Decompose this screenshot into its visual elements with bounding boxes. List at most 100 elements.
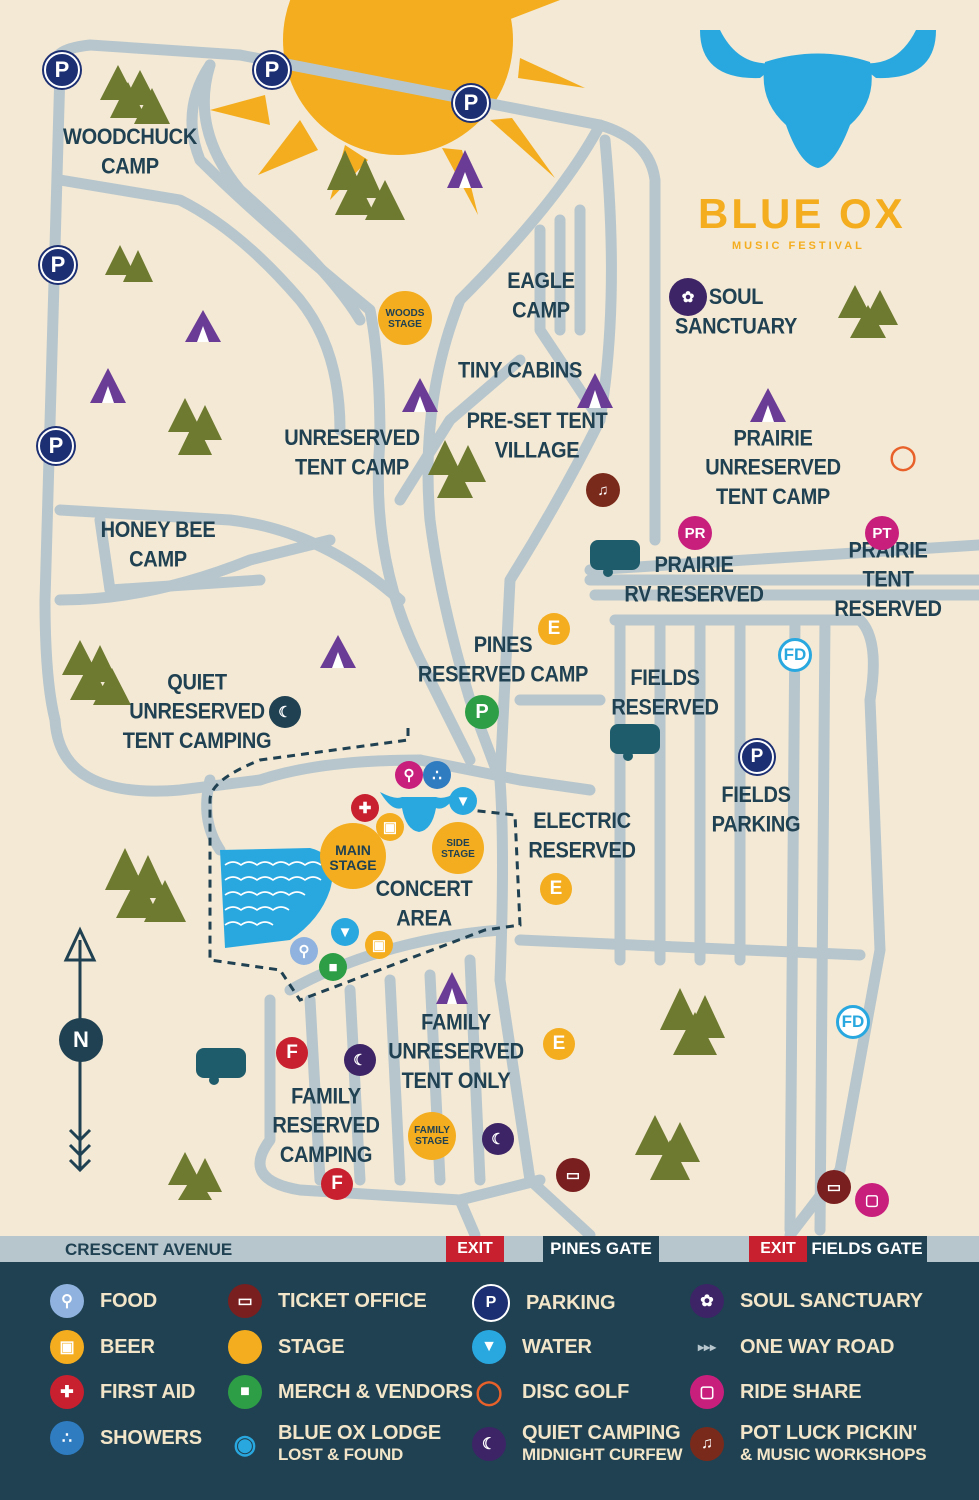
legend-merch: ■ MERCH & VENDORS <box>228 1375 473 1409</box>
woods-stage-label[interactable]: WOODS STAGE <box>385 308 425 330</box>
area-prairie-rv[interactable]: PRAIRIE RV RESERVED <box>624 553 764 607</box>
electric-pin[interactable]: E <box>540 873 572 905</box>
fd-pin[interactable]: FD <box>836 1005 870 1039</box>
electric-pin[interactable]: E <box>538 613 570 645</box>
legend-label: ONE WAY ROAD <box>740 1336 895 1358</box>
exit-sign[interactable]: EXIT <box>749 1236 807 1262</box>
area-quiet-camping[interactable]: QUIET UNRESERVED TENT CAMPING <box>122 670 272 754</box>
water-icon[interactable]: ▼ <box>449 787 477 815</box>
guitar-icon: ♫ <box>690 1427 724 1461</box>
ride-share-icon: ▢ <box>690 1375 724 1409</box>
legend-label: SHOWERS <box>100 1427 202 1449</box>
beer-icon[interactable]: ▣ <box>376 813 404 841</box>
showers-icon[interactable]: ∴ <box>423 761 451 789</box>
legend-label: STAGE <box>278 1336 345 1358</box>
legend-label-main: QUIET CAMPING <box>522 1422 681 1444</box>
legend-label-main: POT LUCK PICKIN' <box>740 1422 918 1444</box>
crescent-avenue-label: CRESCENT AVENUE <box>65 1240 233 1259</box>
water-icon: ▼ <box>472 1330 506 1364</box>
legend-label: MERCH & VENDORS <box>278 1381 473 1403</box>
legend-parking: P PARKING <box>472 1284 616 1322</box>
merch-icon: ■ <box>228 1375 262 1409</box>
tree-clusters <box>62 65 898 1200</box>
fields-gate[interactable]: FIELDS GATE <box>807 1236 927 1262</box>
lotus-icon[interactable]: ✿ <box>669 278 707 316</box>
parking-pin[interactable]: P <box>44 52 80 88</box>
quiet-camping-icon[interactable]: ☾ <box>269 696 301 728</box>
family-pin[interactable]: F <box>321 1168 353 1200</box>
disc-golf-icon[interactable]: ◯ <box>889 443 917 471</box>
legend-label: DISC GOLF <box>522 1381 630 1403</box>
legend-ticket-office: ▭ TICKET OFFICE <box>228 1284 427 1318</box>
ticket-icon: ▭ <box>228 1284 262 1318</box>
area-honey-bee-camp[interactable]: HONEY BEE CAMP <box>100 518 216 572</box>
ride-share-icon[interactable]: ▢ <box>855 1183 889 1217</box>
area-concert[interactable]: CONCERT AREA <box>375 877 473 931</box>
main-stage-label[interactable]: MAIN STAGE <box>329 842 377 873</box>
pt-pin[interactable]: PT <box>865 516 899 550</box>
area-prairie-tent[interactable]: PRAIRIE TENT RESERVED <box>834 538 942 622</box>
first-aid-icon: ✚ <box>50 1375 84 1409</box>
legend-label-sub: & MUSIC WORKSHOPS <box>740 1445 927 1464</box>
parking-pin[interactable]: P <box>40 247 76 283</box>
exit-sign[interactable]: EXIT <box>446 1236 504 1262</box>
family-pin[interactable]: F <box>276 1037 308 1069</box>
parking-pin[interactable]: P <box>740 740 774 774</box>
legend-label-sub: MIDNIGHT CURFEW <box>522 1445 683 1464</box>
pines-gate[interactable]: PINES GATE <box>543 1236 659 1262</box>
parking-pin[interactable]: P <box>254 52 290 88</box>
area-prairie-unreserved[interactable]: PRAIRIE UNRESERVED TENT CAMP <box>705 426 841 510</box>
area-woodchuck-camp[interactable]: WOODCHUCK CAMP <box>63 125 197 179</box>
parking-pin[interactable]: P <box>38 428 74 464</box>
beer-icon: ▣ <box>50 1330 84 1364</box>
parking-pin-green[interactable]: P <box>465 695 499 729</box>
fd-pin[interactable]: FD <box>778 638 812 672</box>
area-fields-parking[interactable]: FIELDS PARKING <box>711 783 801 837</box>
legend-food: ⚲ FOOD <box>50 1284 157 1318</box>
merch-icon[interactable]: ■ <box>319 953 347 981</box>
showers-icon: ∴ <box>50 1421 84 1455</box>
lake <box>220 848 333 948</box>
search-icon[interactable]: ⚲ <box>395 761 423 789</box>
area-eagle-camp[interactable]: EAGLE CAMP <box>507 269 575 323</box>
area-soul-sanctuary[interactable]: SOUL SANCTUARY <box>674 285 798 339</box>
quiet-camping-icon[interactable]: ☾ <box>482 1123 514 1155</box>
area-family-reserved[interactable]: FAMILY RESERVED CAMPING <box>272 1084 380 1168</box>
legend-label: RIDE SHARE <box>740 1381 862 1403</box>
legend-label: POT LUCK PICKIN'& MUSIC WORKSHOPS <box>740 1422 927 1466</box>
logo-subtitle: MUSIC FESTIVAL <box>732 240 865 252</box>
area-fields-reserved[interactable]: FIELDS RESERVED <box>611 666 719 720</box>
legend-water: ▼ WATER <box>472 1330 592 1364</box>
disc-golf-icon: ◯ <box>475 1378 503 1406</box>
parking-icon: P <box>472 1284 510 1322</box>
first-aid-icon[interactable]: ✚ <box>351 794 379 822</box>
quiet-camping-icon[interactable]: ☾ <box>344 1044 376 1076</box>
area-unreserved-tent-camp[interactable]: UNRESERVED TENT CAMP <box>284 426 420 480</box>
family-stage-label[interactable]: FAMILY STAGE <box>414 1125 450 1147</box>
legend-label: FOOD <box>100 1290 157 1312</box>
pr-pin[interactable]: PR <box>678 516 712 550</box>
area-tiny-cabins[interactable]: TINY CABINS <box>457 358 583 384</box>
legend-ride-share: ▢ RIDE SHARE <box>690 1375 862 1409</box>
ticket-icon[interactable]: ▭ <box>556 1158 590 1192</box>
legend-beer: ▣ BEER <box>50 1330 155 1364</box>
guitar-icon[interactable]: ♫ <box>586 473 620 507</box>
side-stage-label[interactable]: SIDE STAGE <box>441 838 475 860</box>
compass-north: N <box>59 1018 103 1062</box>
electric-pin[interactable]: E <box>543 1028 575 1060</box>
legend-label-main: BLUE OX LODGE <box>278 1422 441 1444</box>
parking-pin[interactable]: P <box>453 85 489 121</box>
quiet-icon: ☾ <box>472 1427 506 1461</box>
beer-icon[interactable]: ▣ <box>365 931 393 959</box>
area-pines-reserved[interactable]: PINES RESERVED CAMP <box>417 633 589 687</box>
area-electric-reserved[interactable]: ELECTRIC RESERVED <box>528 809 636 863</box>
area-family-unreserved[interactable]: FAMILY UNRESERVED TENT ONLY <box>388 1010 524 1094</box>
ticket-icon[interactable]: ▭ <box>817 1170 851 1204</box>
legend-first-aid: ✚ FIRST AID <box>50 1375 195 1409</box>
area-preset-tent-village[interactable]: PRE-SET TENT VILLAGE <box>466 409 608 463</box>
water-icon[interactable]: ▼ <box>331 918 359 946</box>
food-icon[interactable]: ⚲ <box>290 937 318 965</box>
food-icon: ⚲ <box>50 1284 84 1318</box>
